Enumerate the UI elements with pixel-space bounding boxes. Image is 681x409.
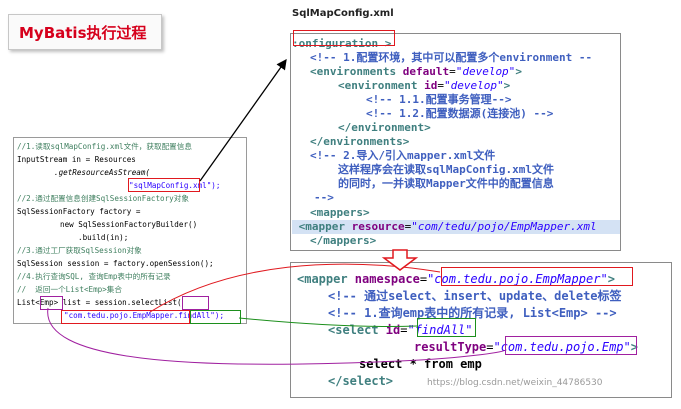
java-line: new SqlSessionFactoryBuilder() (60, 220, 198, 229)
config-line: </mappers> (310, 234, 377, 247)
java-code-panel: //1.读取sqlMapConfig.xml文件，获取配置信息 InputStr… (13, 137, 247, 324)
namespace-string-highlight (61, 310, 190, 324)
config-line: <!-- 1.配置环境，其中可以配置多个environment -- (310, 51, 593, 64)
java-line: InputStream in = Resources (17, 155, 136, 164)
config-string-highlight (128, 178, 200, 192)
resulttype-connector (47, 307, 506, 365)
config-line: <environment id="develop"> (338, 79, 511, 92)
emp-type-highlight (40, 296, 63, 310)
config-line: <!-- 1.1.配置事务管理--> (366, 93, 512, 106)
mapper-line: <mapper namespace="com.tedu.pojo.EmpMapp… (297, 272, 615, 286)
down-arrow-icon (381, 249, 419, 271)
mapper-line: <!-- 通过select、insert、update、delete标签 (328, 289, 622, 303)
mapper-line: </select> (328, 374, 394, 388)
config-line: <!-- 1.2.配置数据源(连接池) --> (366, 107, 554, 120)
java-line: "sqlMapConfig.xml"); (129, 181, 221, 190)
mapper-resource-line: <mapper resource="com/tedu/pojo/EmpMappe… (292, 220, 620, 234)
mapper-line: <select id="findAll" (328, 323, 473, 337)
mapper-line: resultType="com.tedu.pojo.Emp"> (414, 340, 638, 354)
findall-string-highlight (190, 310, 241, 324)
watermark: https://blog.csdn.net/weixin_44786530 (427, 378, 603, 388)
mapper-line: <!-- 1.查询emp表中的所有记录, List<Emp> --> (328, 306, 617, 320)
config-line: <environments default="develop"> (310, 65, 522, 78)
java-line: // 返回一个List<Emp>集合 (17, 285, 122, 294)
select-id-highlight (417, 318, 476, 337)
java-line: "com.tedu.pojo.EmpMapper.findAll"); (64, 311, 225, 320)
java-line: .build(in); (78, 233, 129, 242)
config-line: :onfiguration > (292, 37, 392, 50)
config-file-label: SqlMapConfig.xml (292, 8, 394, 19)
java-line: //3.通过工厂获取SqlSession对象 (17, 246, 142, 255)
java-line: SqlSession session = factory.openSession… (17, 259, 214, 268)
config-line: 这样程序会在读取sqlMapConfig.xml文件 (338, 163, 554, 176)
title-box: MyBatis执行过程 (8, 14, 162, 50)
config-line: <!-- 2.导入/引入mapper.xml文件 (310, 149, 496, 162)
resulttype-value-highlight (505, 336, 637, 355)
config-line: <mappers> (310, 206, 370, 219)
diagram-title: MyBatis执行过程 (19, 24, 147, 42)
java-line: //2.通过配置信息创建SqlSessionFactory对象 (17, 194, 189, 203)
config-line: </environment> (338, 121, 431, 134)
config-line: </environments> (310, 135, 410, 148)
selectlist-highlight (182, 296, 209, 310)
config-xml-panel: :onfiguration > <!-- 1.配置环境，其中可以配置多个envi… (290, 33, 621, 251)
mapper-xml-panel: <mapper namespace="com.tedu.pojo.EmpMapp… (290, 262, 672, 398)
java-line: //1.读取sqlMapConfig.xml文件，获取配置信息 (17, 142, 192, 151)
java-line: List<Emp> list = session.selectList( (17, 298, 182, 307)
config-arrow (199, 58, 287, 182)
namespace-value-highlight (441, 267, 633, 286)
namespace-connector (149, 263, 441, 313)
java-line: //4.执行查询SQL, 查询Emp表中的所有记录 (17, 272, 171, 281)
config-line: --> (314, 191, 334, 204)
findall-connector (238, 317, 418, 328)
mapper-line: select * from emp (359, 357, 482, 371)
java-line: SqlSessionFactory factory = (17, 207, 141, 216)
configuration-highlight (293, 30, 395, 46)
java-line: .getResourceAsStream( (54, 168, 151, 177)
config-line: 的同时，一并读取Mapper文件中的配置信息 (338, 177, 554, 190)
